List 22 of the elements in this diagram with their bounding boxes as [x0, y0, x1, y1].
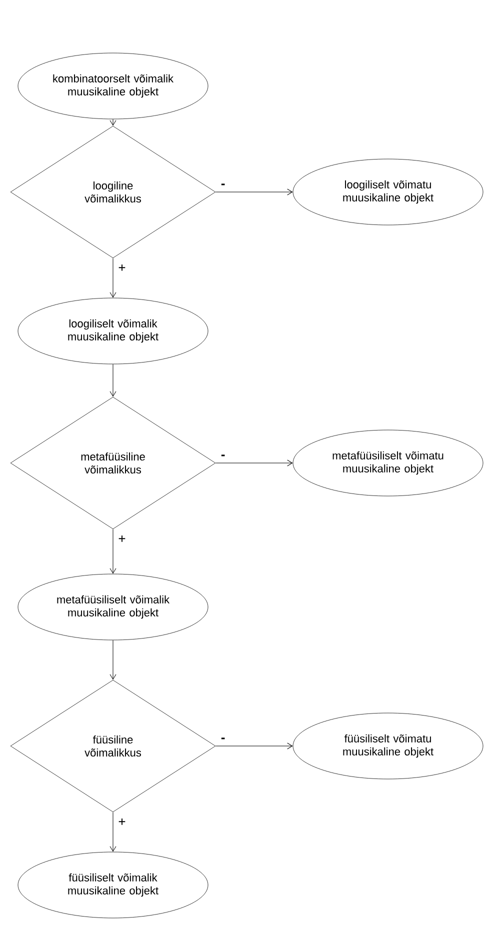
oval-node: metafüüsiliselt võimatu muusikaline objekt: [292, 430, 484, 496]
oval-node: füüsiliselt võimalik muusikaline objekt: [18, 852, 208, 918]
arrow: [215, 460, 293, 466]
oval-node: loogiliselt võimatu muusikaline objekt: [292, 158, 484, 226]
oval-node: loogiliselt võimalik muusikaline objekt: [18, 298, 208, 364]
edge-label: +: [118, 264, 126, 271]
arrow: [215, 742, 293, 750]
edge-label: -: [221, 738, 225, 740]
arrow: [110, 640, 116, 680]
edge-label: -: [221, 184, 225, 186]
arrow: [215, 188, 293, 196]
arrow: [110, 812, 116, 852]
edge-label: +: [118, 818, 126, 825]
oval-node: füüsiliselt võimatu muusikaline objekt: [292, 712, 484, 780]
arrow: [110, 364, 116, 397]
arrow: [110, 528, 116, 574]
arrow: [110, 258, 116, 298]
arrow: [110, 118, 116, 126]
oval-node: metafüüsiliselt võimalik muusikaline objekt: [18, 574, 208, 640]
oval-node: kombinatoorselt võimalik muusikaline objekt: [18, 52, 208, 120]
edge-label: +: [118, 535, 126, 542]
edge-label: -: [221, 454, 225, 456]
